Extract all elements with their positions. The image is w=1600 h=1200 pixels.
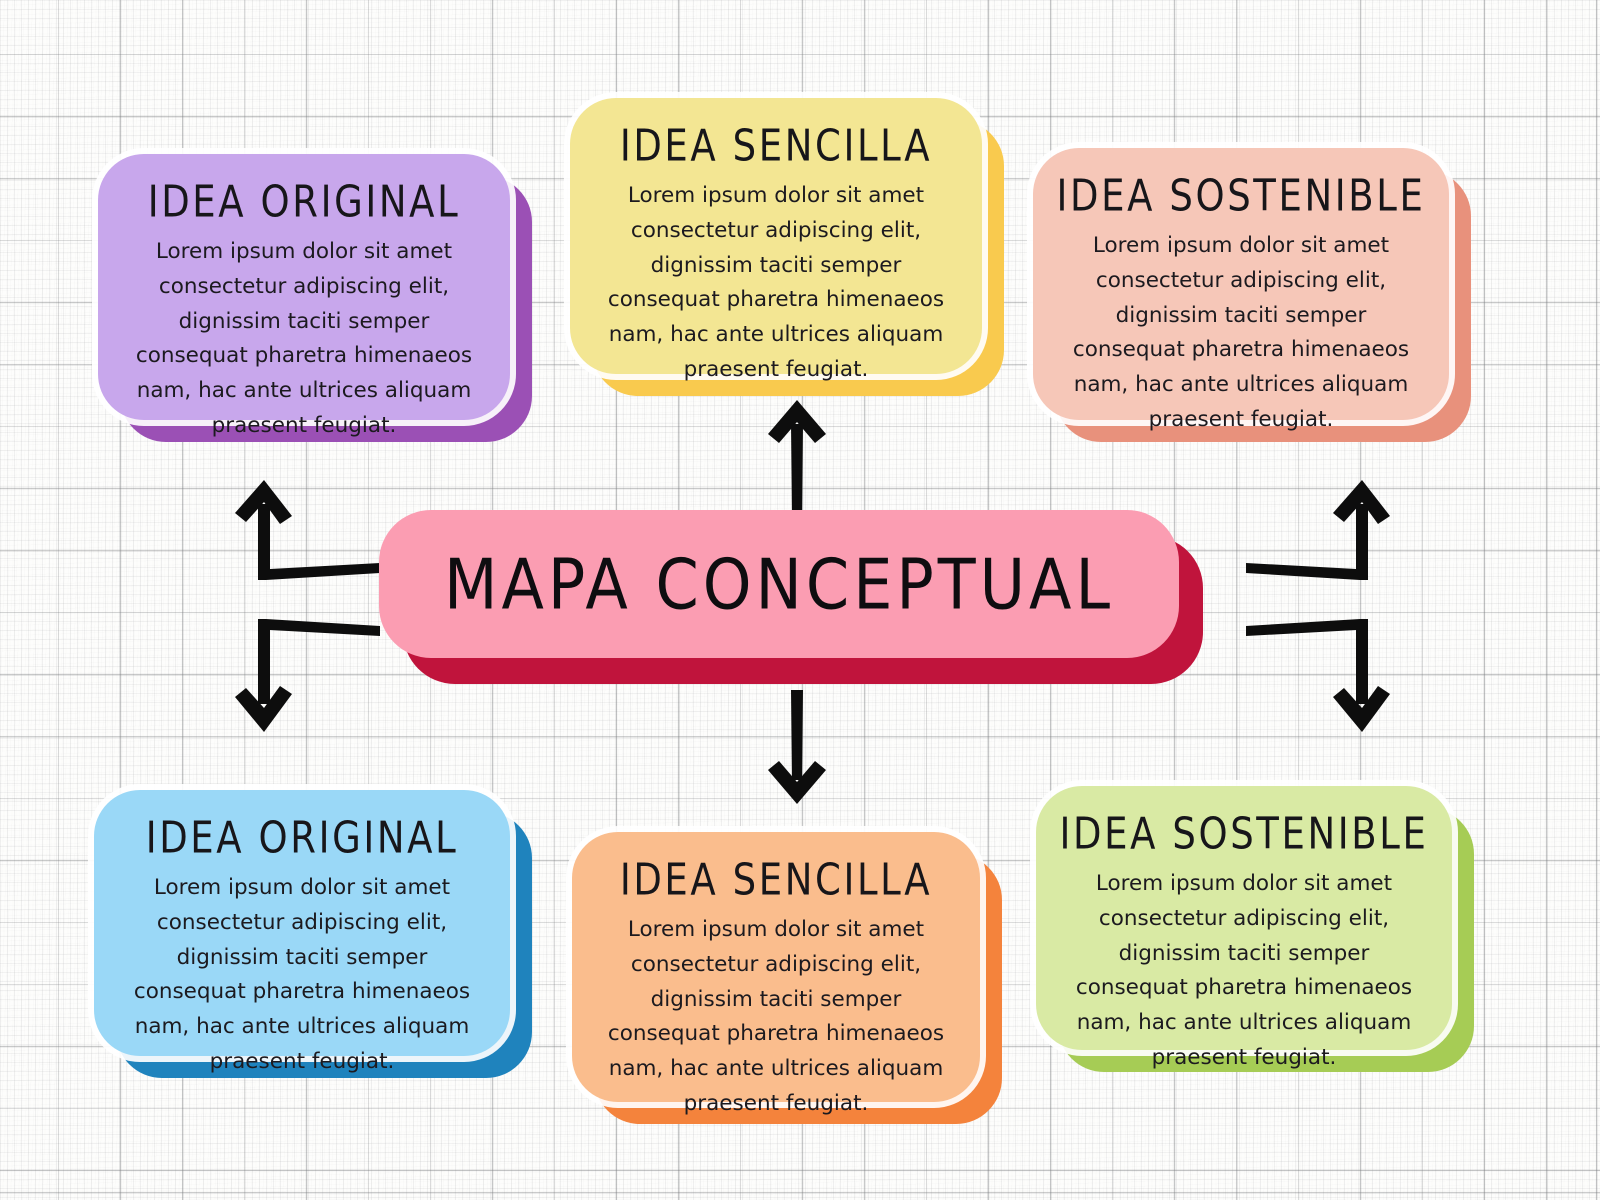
elbow-arrow-up-right-icon: [1246, 480, 1390, 580]
card-bottom-right[interactable]: IDEA SOSTENIBLE Lorem ipsum dolor sit am…: [1036, 786, 1474, 1072]
card-body-top-center: Lorem ipsum dolor sit amet consectetur a…: [607, 182, 945, 382]
card-top-left[interactable]: IDEA ORIGINAL Lorem ipsum dolor sit amet…: [98, 154, 532, 442]
card-face-bottom-left: IDEA ORIGINAL Lorem ipsum dolor sit amet…: [94, 790, 510, 1074]
card-body-top-left: Lorem ipsum dolor sit amet consectetur a…: [135, 238, 473, 438]
card-title-bottom-center: IDEA SENCILLA: [619, 854, 933, 906]
connector-center-to-bottom-center: [768, 690, 826, 804]
card-face-bottom-center: IDEA SENCILLA Lorem ipsum dolor sit amet…: [572, 832, 980, 1116]
card-body-bottom-left: Lorem ipsum dolor sit amet consectetur a…: [133, 874, 471, 1074]
connector-center-to-top-center: [768, 400, 826, 514]
card-title-top-left: IDEA ORIGINAL: [147, 176, 461, 228]
elbow-arrow-down-left-icon: [235, 619, 380, 732]
connector-center-to-top-left: [235, 480, 380, 580]
card-face-bottom-right: IDEA SOSTENIBLE Lorem ipsum dolor sit am…: [1036, 786, 1452, 1070]
connector-center-to-bottom-left: [235, 619, 380, 732]
card-top-right[interactable]: IDEA SOSTENIBLE Lorem ipsum dolor sit am…: [1033, 148, 1471, 442]
connector-center-to-bottom-right: [1246, 619, 1390, 732]
connector-center-to-top-right: [1246, 480, 1390, 580]
card-face-top-left: IDEA ORIGINAL Lorem ipsum dolor sit amet…: [98, 154, 510, 438]
card-bottom-left[interactable]: IDEA ORIGINAL Lorem ipsum dolor sit amet…: [94, 790, 532, 1078]
arrow-up-icon: [768, 400, 826, 514]
card-body-bottom-center: Lorem ipsum dolor sit amet consectetur a…: [607, 916, 945, 1116]
elbow-arrow-down-right-icon: [1246, 619, 1390, 732]
card-bottom-center[interactable]: IDEA SENCILLA Lorem ipsum dolor sit amet…: [572, 832, 1002, 1124]
card-title-top-center: IDEA SENCILLA: [619, 120, 933, 172]
card-title-top-right: IDEA SOSTENIBLE: [1056, 170, 1426, 222]
elbow-arrow-up-left-icon: [235, 480, 380, 580]
card-title-bottom-left: IDEA ORIGINAL: [145, 812, 459, 864]
center-node-mapa-conceptual[interactable]: MAPA CONCEPTUAL: [379, 510, 1203, 684]
card-face-top-right: IDEA SOSTENIBLE Lorem ipsum dolor sit am…: [1033, 148, 1449, 432]
center-node-title: MAPA CONCEPTUAL: [444, 543, 1114, 625]
arrow-down-icon: [768, 690, 826, 804]
card-title-bottom-right: IDEA SOSTENIBLE: [1059, 808, 1429, 860]
card-face-top-center: IDEA SENCILLA Lorem ipsum dolor sit amet…: [570, 98, 982, 382]
center-node-face: MAPA CONCEPTUAL: [379, 510, 1179, 658]
card-top-center[interactable]: IDEA SENCILLA Lorem ipsum dolor sit amet…: [570, 98, 1004, 396]
card-body-bottom-right: Lorem ipsum dolor sit amet consectetur a…: [1075, 870, 1413, 1070]
card-body-top-right: Lorem ipsum dolor sit amet consectetur a…: [1072, 232, 1410, 432]
